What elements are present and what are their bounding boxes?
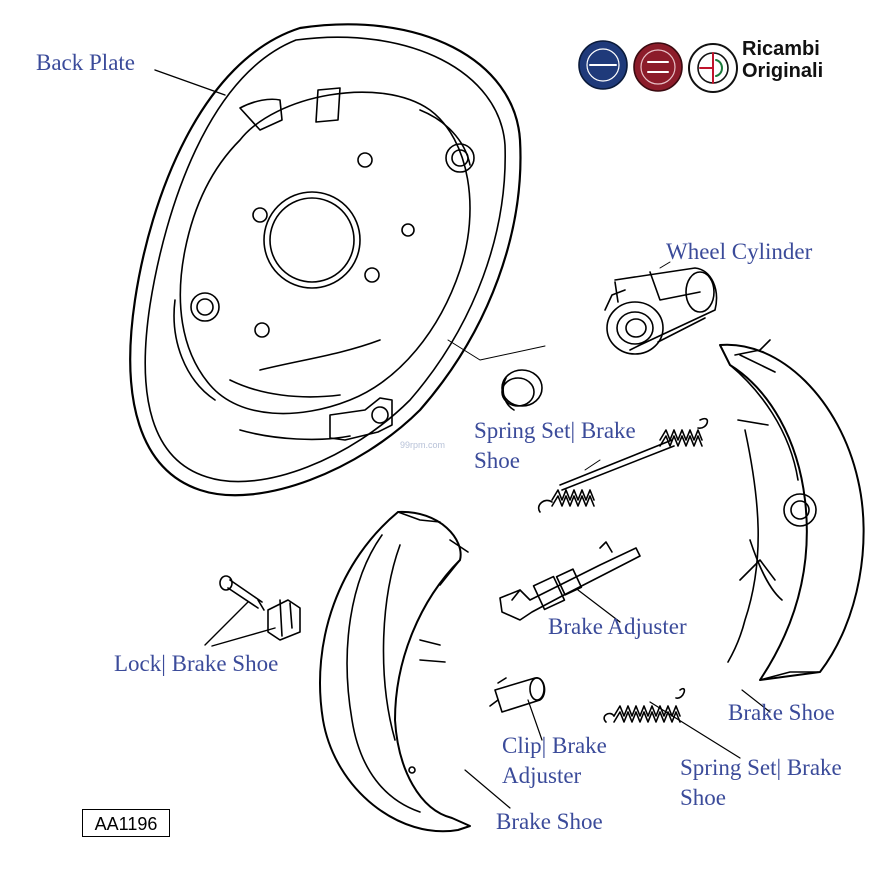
- brake-shoe-right-part: [719, 339, 865, 681]
- clip-brake-adjuster-label-line1: Clip| Brake: [502, 733, 607, 758]
- clip-brake-adjuster-label-line2: Adjuster: [502, 763, 582, 788]
- clip-brake-adjuster-part: [489, 677, 546, 713]
- seal-cup-part: [501, 369, 543, 411]
- spring-set-bottom-label-line2: Shoe: [680, 785, 726, 810]
- brake-adjuster-label: Brake Adjuster: [548, 614, 687, 639]
- brake-shoe-bottom-label: Brake Shoe: [496, 809, 603, 834]
- brake-adjuster-part: [499, 541, 641, 621]
- brake-shoe-bottom-part: [319, 510, 471, 833]
- lock-brake-shoe-label: Lock| Brake Shoe: [114, 651, 279, 676]
- back-plate-label: Back Plate: [36, 50, 135, 75]
- alfa-romeo-logo: [688, 43, 738, 93]
- fiat-logo: [633, 42, 683, 92]
- spring-set-bottom-label-line1: Spring Set| Brake: [680, 755, 842, 780]
- brand-line1: Ricambi: [742, 38, 820, 60]
- spring-set-top-label-line1: Spring Set| Brake: [474, 418, 636, 443]
- lock-brake-shoe-part: [219, 575, 301, 641]
- spring-set-top-label-line2: Shoe: [474, 448, 520, 473]
- brand-text: Ricambi Originali: [742, 38, 823, 82]
- spring-set-top-part: [537, 417, 709, 513]
- wheel-cylinder-label: Wheel Cylinder: [666, 239, 813, 264]
- spring-set-bottom-part: [603, 687, 686, 723]
- back-plate-leader: [154, 69, 226, 96]
- back-plate-part: [129, 23, 522, 497]
- watermark: 99rpm.com: [400, 440, 446, 450]
- wheel-cylinder-part: [604, 267, 718, 355]
- brand-line2: Originali: [742, 60, 824, 82]
- brake-shoe-right-label: Brake Shoe: [728, 700, 835, 725]
- lancia-logo: [578, 40, 628, 90]
- diagram-code-box: AA1196: [82, 809, 170, 837]
